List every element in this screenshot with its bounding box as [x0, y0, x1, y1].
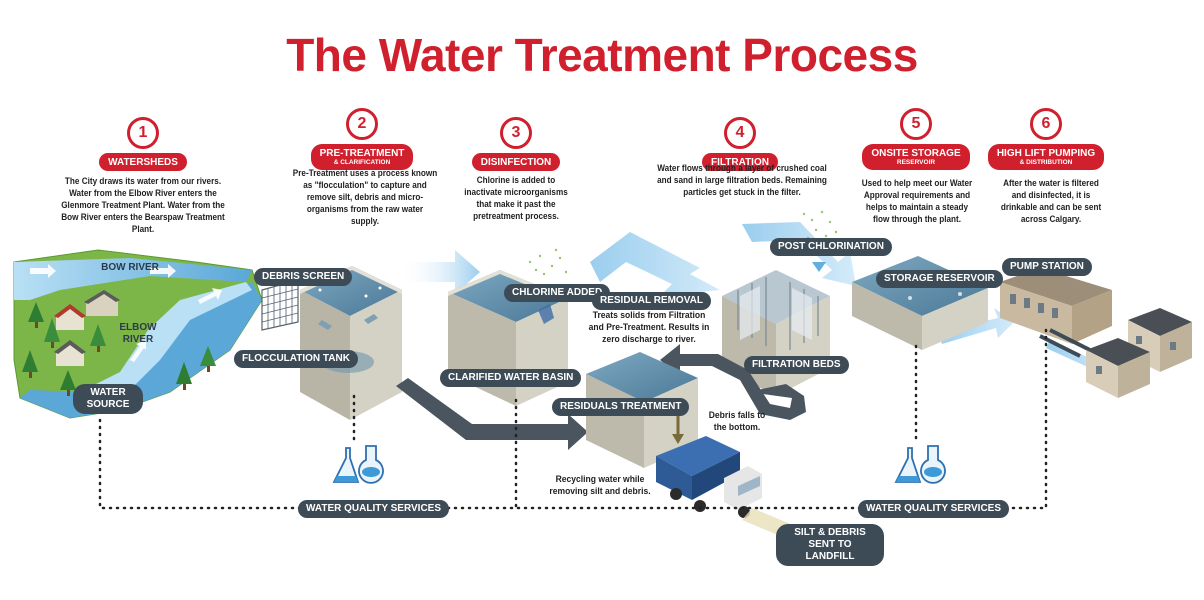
residual-flow-arrows: [396, 344, 806, 450]
step-2-number: 2: [346, 108, 378, 140]
step-6-pumping: 6 HIGH LIFT PUMPING& DISTRIBUTION: [986, 108, 1106, 170]
elbow-river-label: ELBOW RIVER: [119, 322, 157, 345]
residuals-treatment-tag: RESIDUALS TREATMENT: [552, 398, 690, 416]
flocculation-tank-icon: [300, 266, 402, 420]
bow-river-label: BOW RIVER: [101, 262, 159, 273]
watershed-land: [13, 249, 263, 419]
step-3-disinfection: 3 DISINFECTION: [456, 117, 576, 171]
flow-arrow-filter-to-reservoir: [742, 222, 856, 286]
step-2-description: Pre-Treatment uses a process known as "f…: [292, 168, 438, 227]
step-1-number: 1: [127, 117, 159, 149]
step-4-label: FILTRATION: [702, 153, 778, 171]
step-2-pretreatment: 2 PRE-TREATMENT& CLARIFICATION: [302, 108, 422, 170]
step-2-label: PRE-TREATMENT& CLARIFICATION: [310, 144, 414, 170]
arrow-filtration-to-residuals: [660, 344, 806, 420]
flow-arrow-basin-to-filter: [590, 232, 720, 296]
debris-screen-tag: DEBRIS SCREEN: [254, 268, 353, 286]
step-6-label: HIGH LIFT PUMPING& DISTRIBUTION: [987, 144, 1105, 170]
post-chlorination-tag: POST CHLORINATION: [770, 238, 892, 256]
clarified-water-basin-tag: CLARIFIED WATER BASIN: [440, 369, 582, 387]
silt-debris-landfill-tag: SILT & DEBRIS SENT TO LANDFILL: [776, 524, 884, 566]
chlorine-added-tag: CHLORINE ADDED: [504, 284, 611, 302]
water-source-tag: WATER SOURCE: [73, 384, 143, 414]
step-3-label: DISINFECTION: [471, 153, 561, 171]
lab-flask-icon-right: [894, 445, 946, 484]
chlorine-dots: [528, 248, 568, 276]
arrow-flocculation-to-residuals: [396, 378, 588, 450]
step-4-number: 4: [724, 117, 756, 149]
storage-reservoir-tag: STORAGE RESERVOIR: [876, 270, 1003, 288]
step-4-filtration: 4 FILTRATION: [680, 117, 800, 171]
debris-screen-icon: [261, 279, 299, 331]
flocculation-tank-tag: FLOCCULATION TANK: [234, 350, 358, 368]
tree-icons: [22, 302, 216, 396]
residual-removal-tag: RESIDUAL REMOVAL: [592, 292, 711, 310]
pump-station-icon: [1000, 268, 1112, 358]
step-4-description: Water flows through a layer of crushed c…: [657, 163, 827, 198]
step-1-label: WATERSHEDS: [99, 153, 187, 171]
step-1-watersheds: 1 WATERSHEDS: [88, 117, 198, 171]
debris-note: Debris falls to the bottom.: [708, 410, 766, 433]
step-6-number: 6: [1030, 108, 1062, 140]
flow-arrow-screen-to-basin: [400, 250, 480, 294]
water-quality-services-left-tag: WATER QUALITY SERVICES: [298, 500, 450, 518]
house-icons: [54, 290, 120, 366]
filtration-beds-tag: FILTRATION BEDS: [744, 356, 849, 374]
step-5-number: 5: [900, 108, 932, 140]
step-5-description: Used to help meet our Water Approval req…: [861, 178, 973, 225]
residual-removal-note: Treats solids from Filtration and Pre-Tr…: [588, 310, 710, 345]
step-3-number: 3: [500, 117, 532, 149]
step-1-description: The City draws its water from our rivers…: [61, 176, 225, 235]
post-chlorination-dots: [802, 210, 838, 272]
step-2-sublabel: & CLARIFICATION: [333, 159, 391, 166]
step-3-description: Chlorine is added to inactivate microorg…: [464, 175, 568, 222]
page-title: The Water Treatment Process: [286, 29, 918, 81]
step-6-sublabel: & DISTRIBUTION: [1019, 159, 1073, 166]
water-quality-services-right-tag: WATER QUALITY SERVICES: [858, 500, 1010, 518]
pump-station-tag: PUMP STATION: [1002, 258, 1092, 276]
lab-flask-icon-left: [332, 445, 384, 484]
dump-truck-icon: [656, 436, 800, 540]
step-5-sublabel: RESERVOIR: [896, 159, 936, 166]
distribution-houses-icon: [1086, 308, 1192, 398]
step-6-description: After the water is filtered and disinfec…: [1000, 178, 1102, 225]
recycling-note: Recycling water while removing silt and …: [549, 474, 651, 497]
